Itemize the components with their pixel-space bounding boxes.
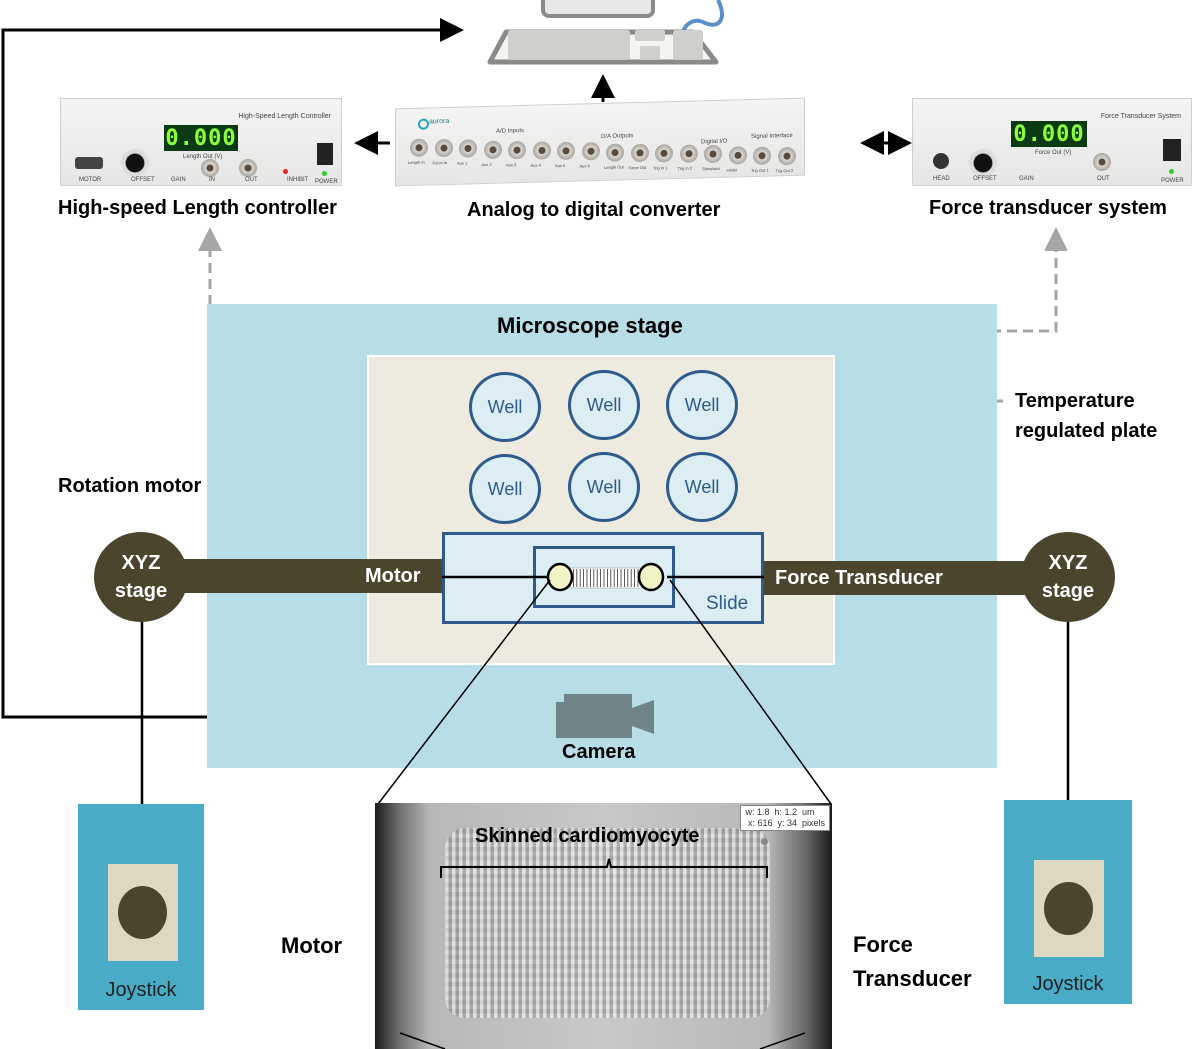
port-out-label: OUT bbox=[1097, 176, 1110, 182]
port-offset-label: OFFSET bbox=[973, 176, 997, 182]
micrograph-motor-label: Motor bbox=[281, 933, 343, 958]
joystick-label: Joystick bbox=[105, 979, 177, 1001]
motor-port bbox=[75, 157, 103, 169]
out-port bbox=[239, 159, 257, 177]
port-motor-label: MOTOR bbox=[79, 177, 102, 183]
joystick-knob-icon[interactable] bbox=[1044, 882, 1093, 935]
slide-label: Slide bbox=[706, 593, 749, 614]
panel-title: High-Speed Length Controller bbox=[238, 113, 331, 120]
well[interactable]: Well bbox=[666, 370, 738, 440]
rotation-motor-label: Rotation motor bbox=[58, 475, 202, 497]
force-to-system-dashed bbox=[762, 227, 1068, 552]
force-system-label: Force transducer system bbox=[929, 197, 1167, 219]
port-offset-label: OFFSET bbox=[131, 177, 155, 183]
force-display: 0.000 bbox=[1011, 121, 1087, 147]
port-gain-label: GAIN bbox=[1019, 176, 1034, 182]
well[interactable]: Well bbox=[666, 452, 738, 522]
force-arm-label: Force Transducer bbox=[775, 567, 943, 589]
joystick-knob-icon[interactable] bbox=[118, 886, 167, 939]
plate-label: Temperature regulated plate bbox=[1015, 390, 1158, 442]
length-controller-label: High-speed Length controller bbox=[58, 197, 337, 219]
joystick-pad bbox=[108, 864, 178, 961]
out-port bbox=[1093, 153, 1111, 171]
port-head-label: HEAD bbox=[933, 176, 950, 182]
offset-knob bbox=[121, 149, 149, 177]
well[interactable]: Well bbox=[469, 454, 541, 524]
well[interactable]: Well bbox=[469, 372, 541, 442]
cell-bracket bbox=[399, 858, 806, 1049]
slide-detail bbox=[442, 562, 764, 592]
joystick-pad bbox=[1034, 860, 1104, 957]
port-out-label: OUT bbox=[245, 177, 258, 183]
panel-title: Force Transducer System bbox=[1100, 113, 1181, 120]
joystick-label: Joystick bbox=[1032, 973, 1104, 995]
adc-label: Analog to digital converter bbox=[467, 199, 721, 221]
force-arm bbox=[762, 561, 1052, 595]
port-inhibit-label: INHIBIT bbox=[287, 177, 309, 183]
length-display: 0.000 bbox=[164, 125, 238, 151]
in-port bbox=[201, 159, 219, 177]
measurement-readout: w: 1.8 h: 1.2 um x: 616 y: 34 pixels bbox=[740, 805, 830, 831]
power-led bbox=[322, 171, 327, 176]
length-controller-panel: High-Speed Length Controller 0.000 Lengt… bbox=[60, 98, 342, 186]
motor-arm bbox=[170, 559, 444, 593]
joystick-right[interactable]: Joystick bbox=[1004, 800, 1132, 1004]
power-led bbox=[1169, 169, 1174, 174]
port-power-label: POWER bbox=[1161, 178, 1184, 184]
well[interactable]: Well bbox=[568, 452, 640, 522]
stage-title: Microscope stage bbox=[497, 313, 683, 338]
well[interactable]: Well bbox=[568, 370, 640, 440]
reference-dot bbox=[761, 838, 768, 845]
camera-icon bbox=[556, 694, 654, 738]
port-in-label: IN bbox=[209, 177, 215, 183]
force-bead bbox=[637, 562, 665, 592]
port-power-label: POWER bbox=[315, 179, 338, 185]
motor-bead bbox=[546, 562, 574, 592]
display-caption: Force Out (V) bbox=[1035, 150, 1072, 156]
force-system-panel: Force Transducer System 0.000 Force Out … bbox=[912, 98, 1192, 186]
port-gain-label: GAIN bbox=[171, 177, 186, 183]
micrograph-title: Skinned cardiomyocyte bbox=[475, 825, 700, 847]
cardiomyocyte-micrograph: w: 1.8 h: 1.2 um x: 616 y: 34 pixels Ski… bbox=[375, 803, 832, 1049]
head-port bbox=[933, 153, 949, 169]
power-switch bbox=[317, 143, 333, 165]
camera-label: Camera bbox=[562, 741, 636, 763]
computer-icon bbox=[487, 0, 724, 65]
sarcomere-pattern bbox=[445, 828, 770, 1018]
joystick-left[interactable]: Joystick bbox=[78, 804, 204, 1010]
offset-knob bbox=[969, 149, 997, 177]
fault-led bbox=[283, 169, 288, 174]
micrograph-force-label: Force Transducer bbox=[853, 932, 972, 991]
display-caption: Length Out (V) bbox=[183, 154, 223, 160]
xyz-stage-right[interactable]: XYZ stage bbox=[1021, 532, 1115, 622]
motor-arm-label: Motor bbox=[365, 565, 421, 587]
xyz-stage-left[interactable]: XYZ stage bbox=[94, 532, 188, 622]
power-switch bbox=[1163, 139, 1181, 161]
